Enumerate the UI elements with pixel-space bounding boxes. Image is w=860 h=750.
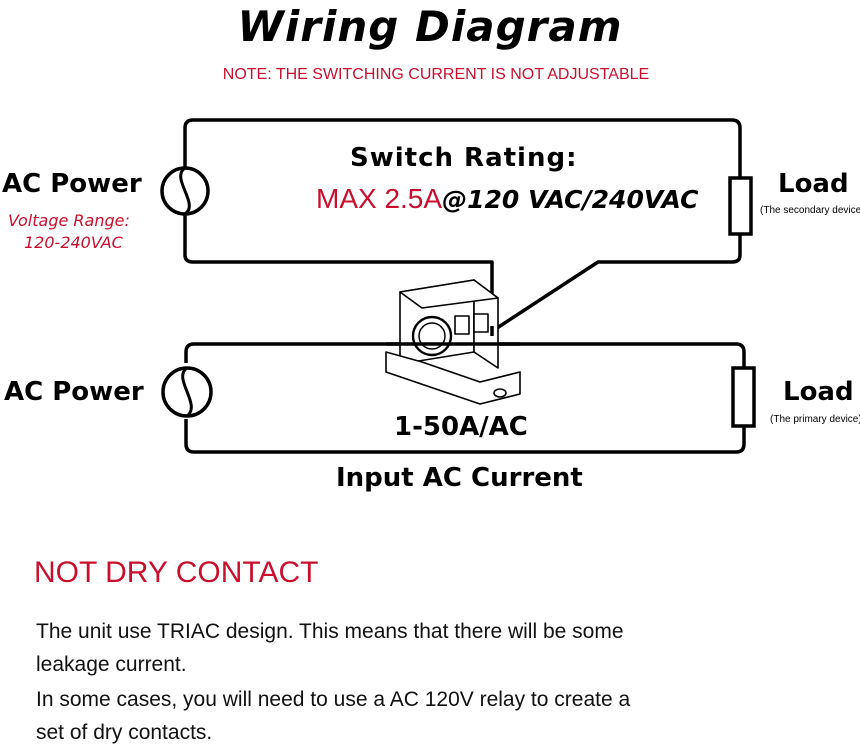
switch-rating-max: MAX 2.5A bbox=[316, 183, 443, 214]
info-line-4: set of dry contacts. bbox=[36, 721, 213, 744]
bottom-load-label: Load bbox=[783, 377, 854, 407]
switch-rating-title: Switch Rating: bbox=[350, 143, 578, 173]
current-range-label: 1-50A/AC bbox=[394, 412, 528, 442]
switch-rating-voltage: @120 VAC/240VAC bbox=[442, 185, 699, 214]
bottom-load-resistor-icon bbox=[731, 366, 756, 428]
voltage-range-label: Voltage Range: bbox=[8, 211, 130, 230]
bottom-load-sublabel: (The primary device) bbox=[770, 414, 860, 425]
top-load-resistor-icon bbox=[728, 176, 753, 236]
input-current-label: Input AC Current bbox=[336, 463, 583, 493]
page-title: Wiring Diagram bbox=[237, 2, 623, 51]
top-ac-source-icon bbox=[160, 166, 210, 216]
note-text: NOTE: THE SWITCHING CURRENT IS NOT ADJUS… bbox=[222, 66, 650, 83]
top-load-label: Load bbox=[778, 169, 849, 199]
top-load-sublabel: (The secondary device) bbox=[760, 205, 860, 216]
current-sensor-icon bbox=[385, 279, 521, 405]
bottom-ac-power-label: AC Power bbox=[4, 377, 144, 407]
top-circuit-wire bbox=[183, 118, 742, 332]
info-line-2: leakage current. bbox=[36, 653, 187, 676]
bottom-ac-source-icon bbox=[161, 366, 213, 418]
info-heading: NOT DRY CONTACT bbox=[34, 556, 319, 589]
info-line-1: The unit use TRIAC design. This means th… bbox=[36, 620, 624, 643]
top-ac-power-label: AC Power bbox=[2, 169, 142, 199]
voltage-range: Voltage Range: 120-240VAC bbox=[8, 210, 130, 254]
switch-rating-value: MAX 2.5A@120 VAC/240VAC bbox=[316, 182, 698, 215]
voltage-range-value: 120-240VAC bbox=[24, 233, 123, 252]
info-line-3: In some cases, you will need to use a AC… bbox=[36, 688, 631, 711]
